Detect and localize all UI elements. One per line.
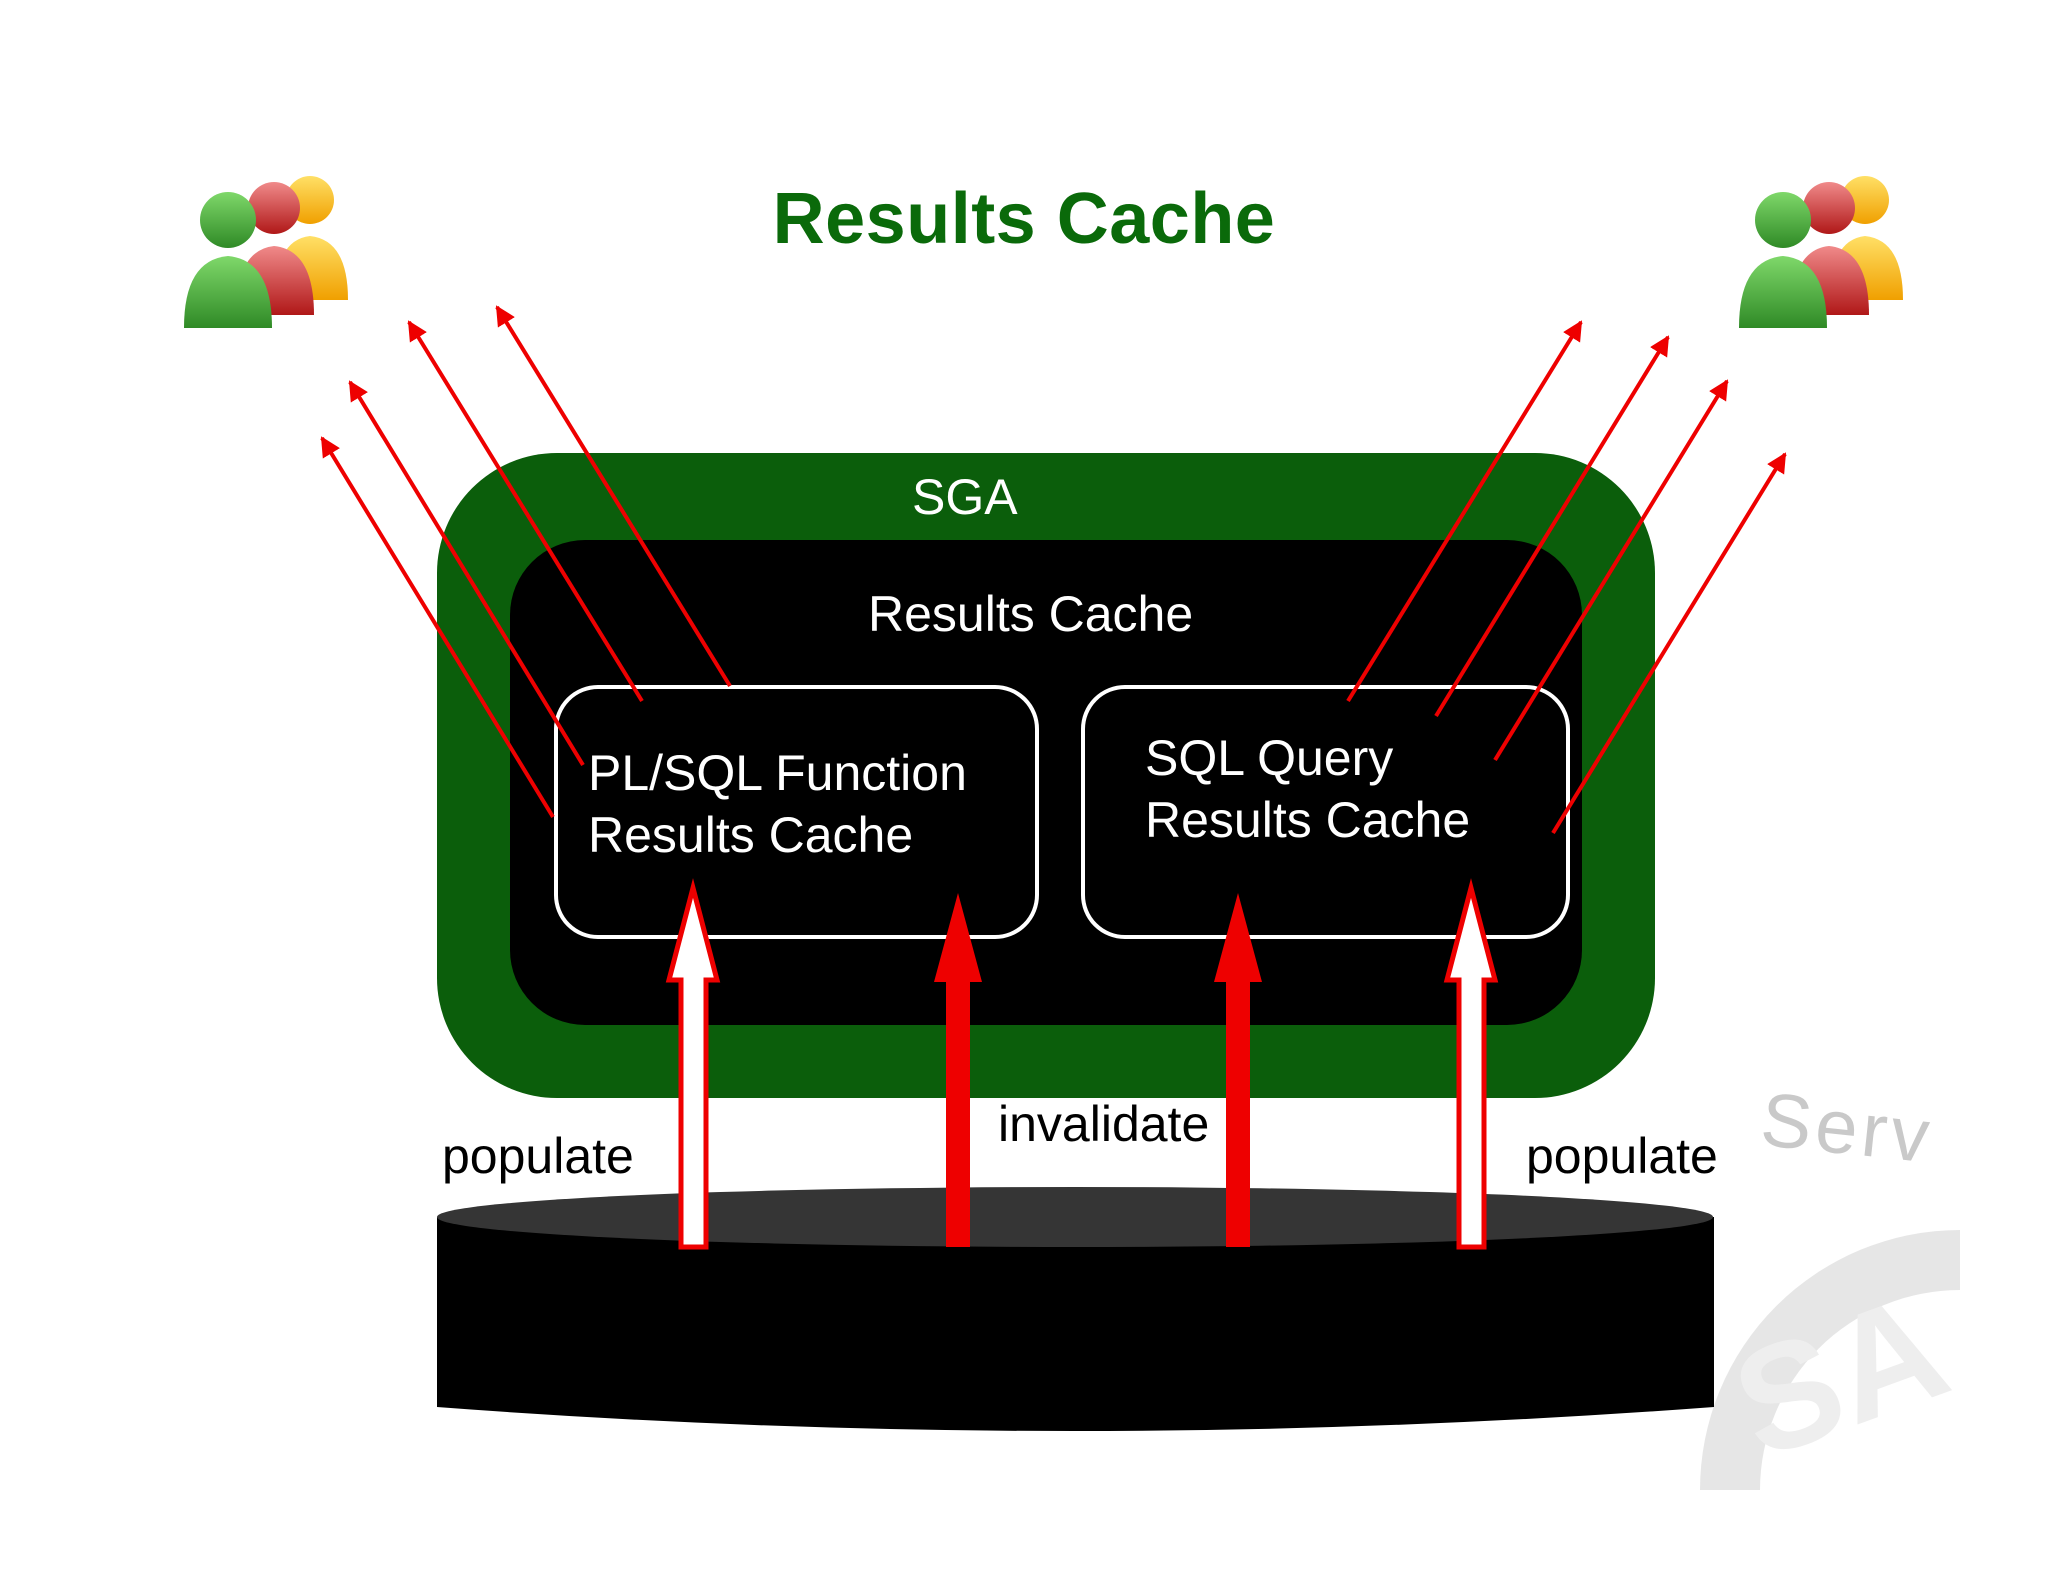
sql-cache-line1: SQL Query	[1145, 730, 1394, 786]
populate-arrow-right	[1443, 878, 1499, 1250]
result-arrows-left	[320, 305, 732, 819]
database-cylinder	[437, 1187, 1714, 1431]
result-arrow	[1434, 335, 1670, 718]
plsql-cache-label: PL/SQL Function Results Cache	[588, 742, 967, 866]
users-group-icon	[1739, 176, 1903, 328]
result-arrow	[1551, 452, 1787, 835]
result-arrows-right	[1346, 320, 1787, 835]
sql-cache-label: SQL Query Results Cache	[1145, 727, 1470, 851]
watermark-text: Serv	[1757, 1076, 1938, 1180]
populate-label-left: populate	[442, 1128, 634, 1184]
result-arrow	[407, 320, 644, 703]
diagram-title: Results Cache	[772, 179, 1276, 259]
users-group-icon	[184, 176, 348, 328]
populate-label-right: populate	[1526, 1128, 1718, 1184]
result-arrow	[495, 305, 732, 688]
result-arrow	[1493, 379, 1729, 762]
plsql-cache-box	[554, 685, 1039, 939]
plsql-cache-line1: PL/SQL Function	[588, 745, 967, 801]
plsql-cache-line2: Results Cache	[588, 807, 914, 863]
invalidate-arrow-left	[934, 893, 982, 1247]
sql-cache-line2: Results Cache	[1145, 792, 1471, 848]
invalidate-arrow-right	[1214, 893, 1262, 1247]
populate-arrow-left	[665, 878, 721, 1250]
watermark-logo: SA	[1700, 1230, 1967, 1490]
sga-label: SGA	[912, 469, 1018, 525]
result-arrow	[348, 380, 585, 767]
invalidate-label: invalidate	[998, 1096, 1210, 1152]
result-arrow	[320, 436, 555, 819]
result-arrow	[1346, 320, 1583, 703]
results-cache-label: Results Cache	[868, 586, 1194, 642]
